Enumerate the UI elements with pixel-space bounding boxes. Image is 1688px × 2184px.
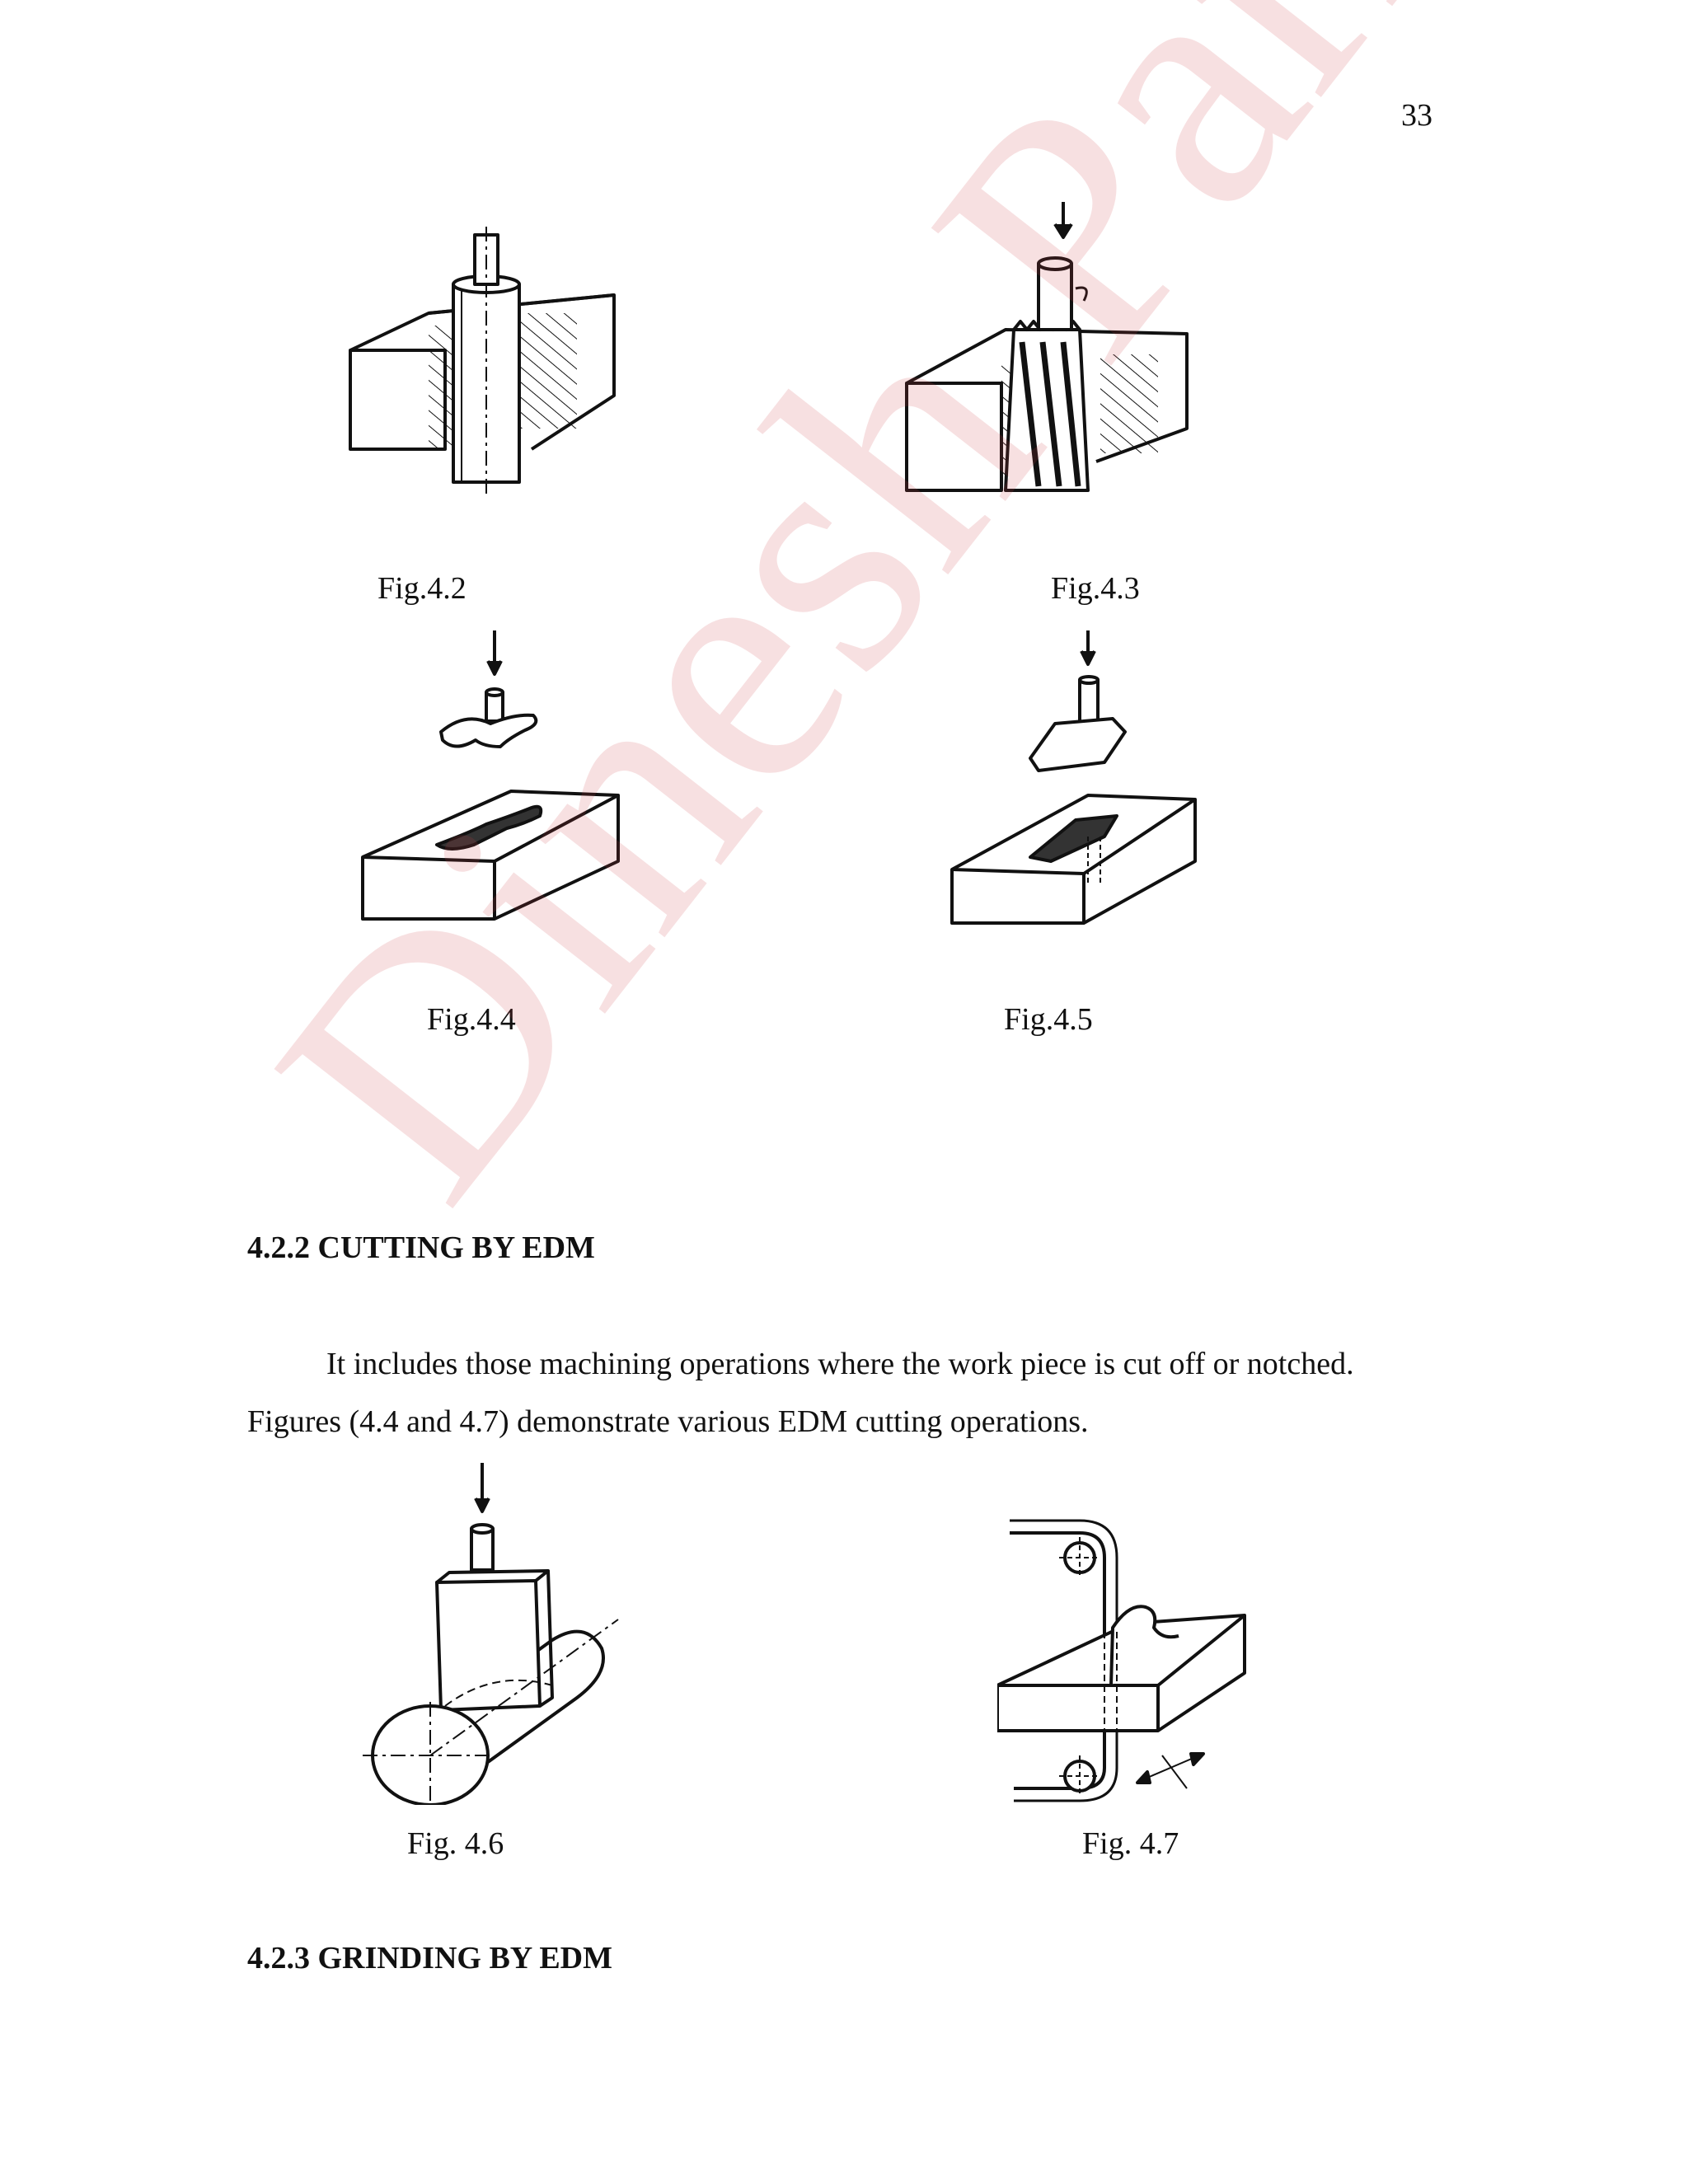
edm-helical-electrode-diagram [905, 202, 1189, 492]
figure-4-2 [330, 223, 643, 503]
wire-edm-diagram [997, 1519, 1246, 1802]
paragraph-cutting: It includes those machining operations w… [247, 1335, 1441, 1451]
figure-4-7 [997, 1508, 1261, 1805]
caption-fig-4-5: Fig.4.5 [1004, 1002, 1093, 1037]
section-heading-cutting: 4.2.2 CUTTING BY EDM [247, 1230, 595, 1265]
edm-shaped-cavity-diagram [361, 630, 620, 921]
paragraph-line-2: Figures (4.4 and 4.7) demonstrate variou… [247, 1404, 1089, 1439]
figure-4-4 [346, 626, 626, 931]
paragraph-line-1: It includes those machining operations w… [326, 1347, 1354, 1381]
caption-fig-4-3: Fig.4.3 [1051, 571, 1140, 606]
figure-4-5 [940, 626, 1220, 931]
section-heading-grinding: 4.2.3 GRINDING BY EDM [247, 1941, 612, 1975]
caption-fig-4-7: Fig. 4.7 [1082, 1826, 1179, 1861]
edm-slot-diagram [950, 630, 1197, 925]
caption-fig-4-2: Fig.4.2 [377, 571, 467, 606]
caption-fig-4-6: Fig. 4.6 [407, 1826, 504, 1861]
figure-4-3 [890, 198, 1203, 503]
edm-cut-off-bar-diagram [363, 1463, 619, 1805]
page-number: 33 [1401, 98, 1432, 133]
edm-sinking-round-electrode-diagram [349, 227, 616, 494]
caption-fig-4-4: Fig.4.4 [427, 1002, 516, 1037]
figure-4-6 [363, 1459, 635, 1805]
